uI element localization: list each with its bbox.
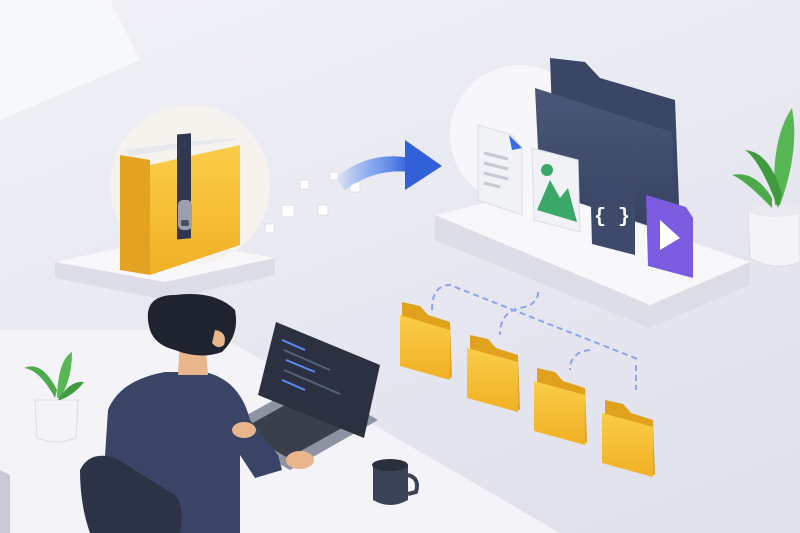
subfolder-1[interactable]: [400, 302, 452, 380]
code-lines: [281, 339, 341, 395]
data-cubes: [264, 171, 361, 234]
coffee-mug: [372, 459, 419, 505]
code-glyph: { }: [594, 206, 630, 229]
zip-archive-folder[interactable]: [120, 133, 240, 275]
code-file-icon[interactable]: { }: [590, 172, 635, 255]
developer-at-laptop: [100, 294, 314, 533]
plant-right: [732, 108, 800, 267]
plant-left: [24, 352, 84, 443]
zipper-icon: [178, 200, 192, 230]
video-file-icon[interactable]: [646, 195, 693, 278]
folder-tree-lines: [431, 283, 641, 390]
left-hand: [232, 422, 256, 438]
extraction-arrow-icon: [335, 140, 442, 190]
text-document-icon[interactable]: [477, 124, 523, 216]
subfolder-2[interactable]: [467, 335, 520, 412]
subfolder-3[interactable]: [534, 368, 587, 445]
image-file-icon[interactable]: [531, 147, 581, 233]
right-hand: [286, 451, 314, 469]
chair: [80, 455, 182, 533]
subfolder-4[interactable]: [602, 400, 655, 477]
window-light: [0, 0, 140, 120]
